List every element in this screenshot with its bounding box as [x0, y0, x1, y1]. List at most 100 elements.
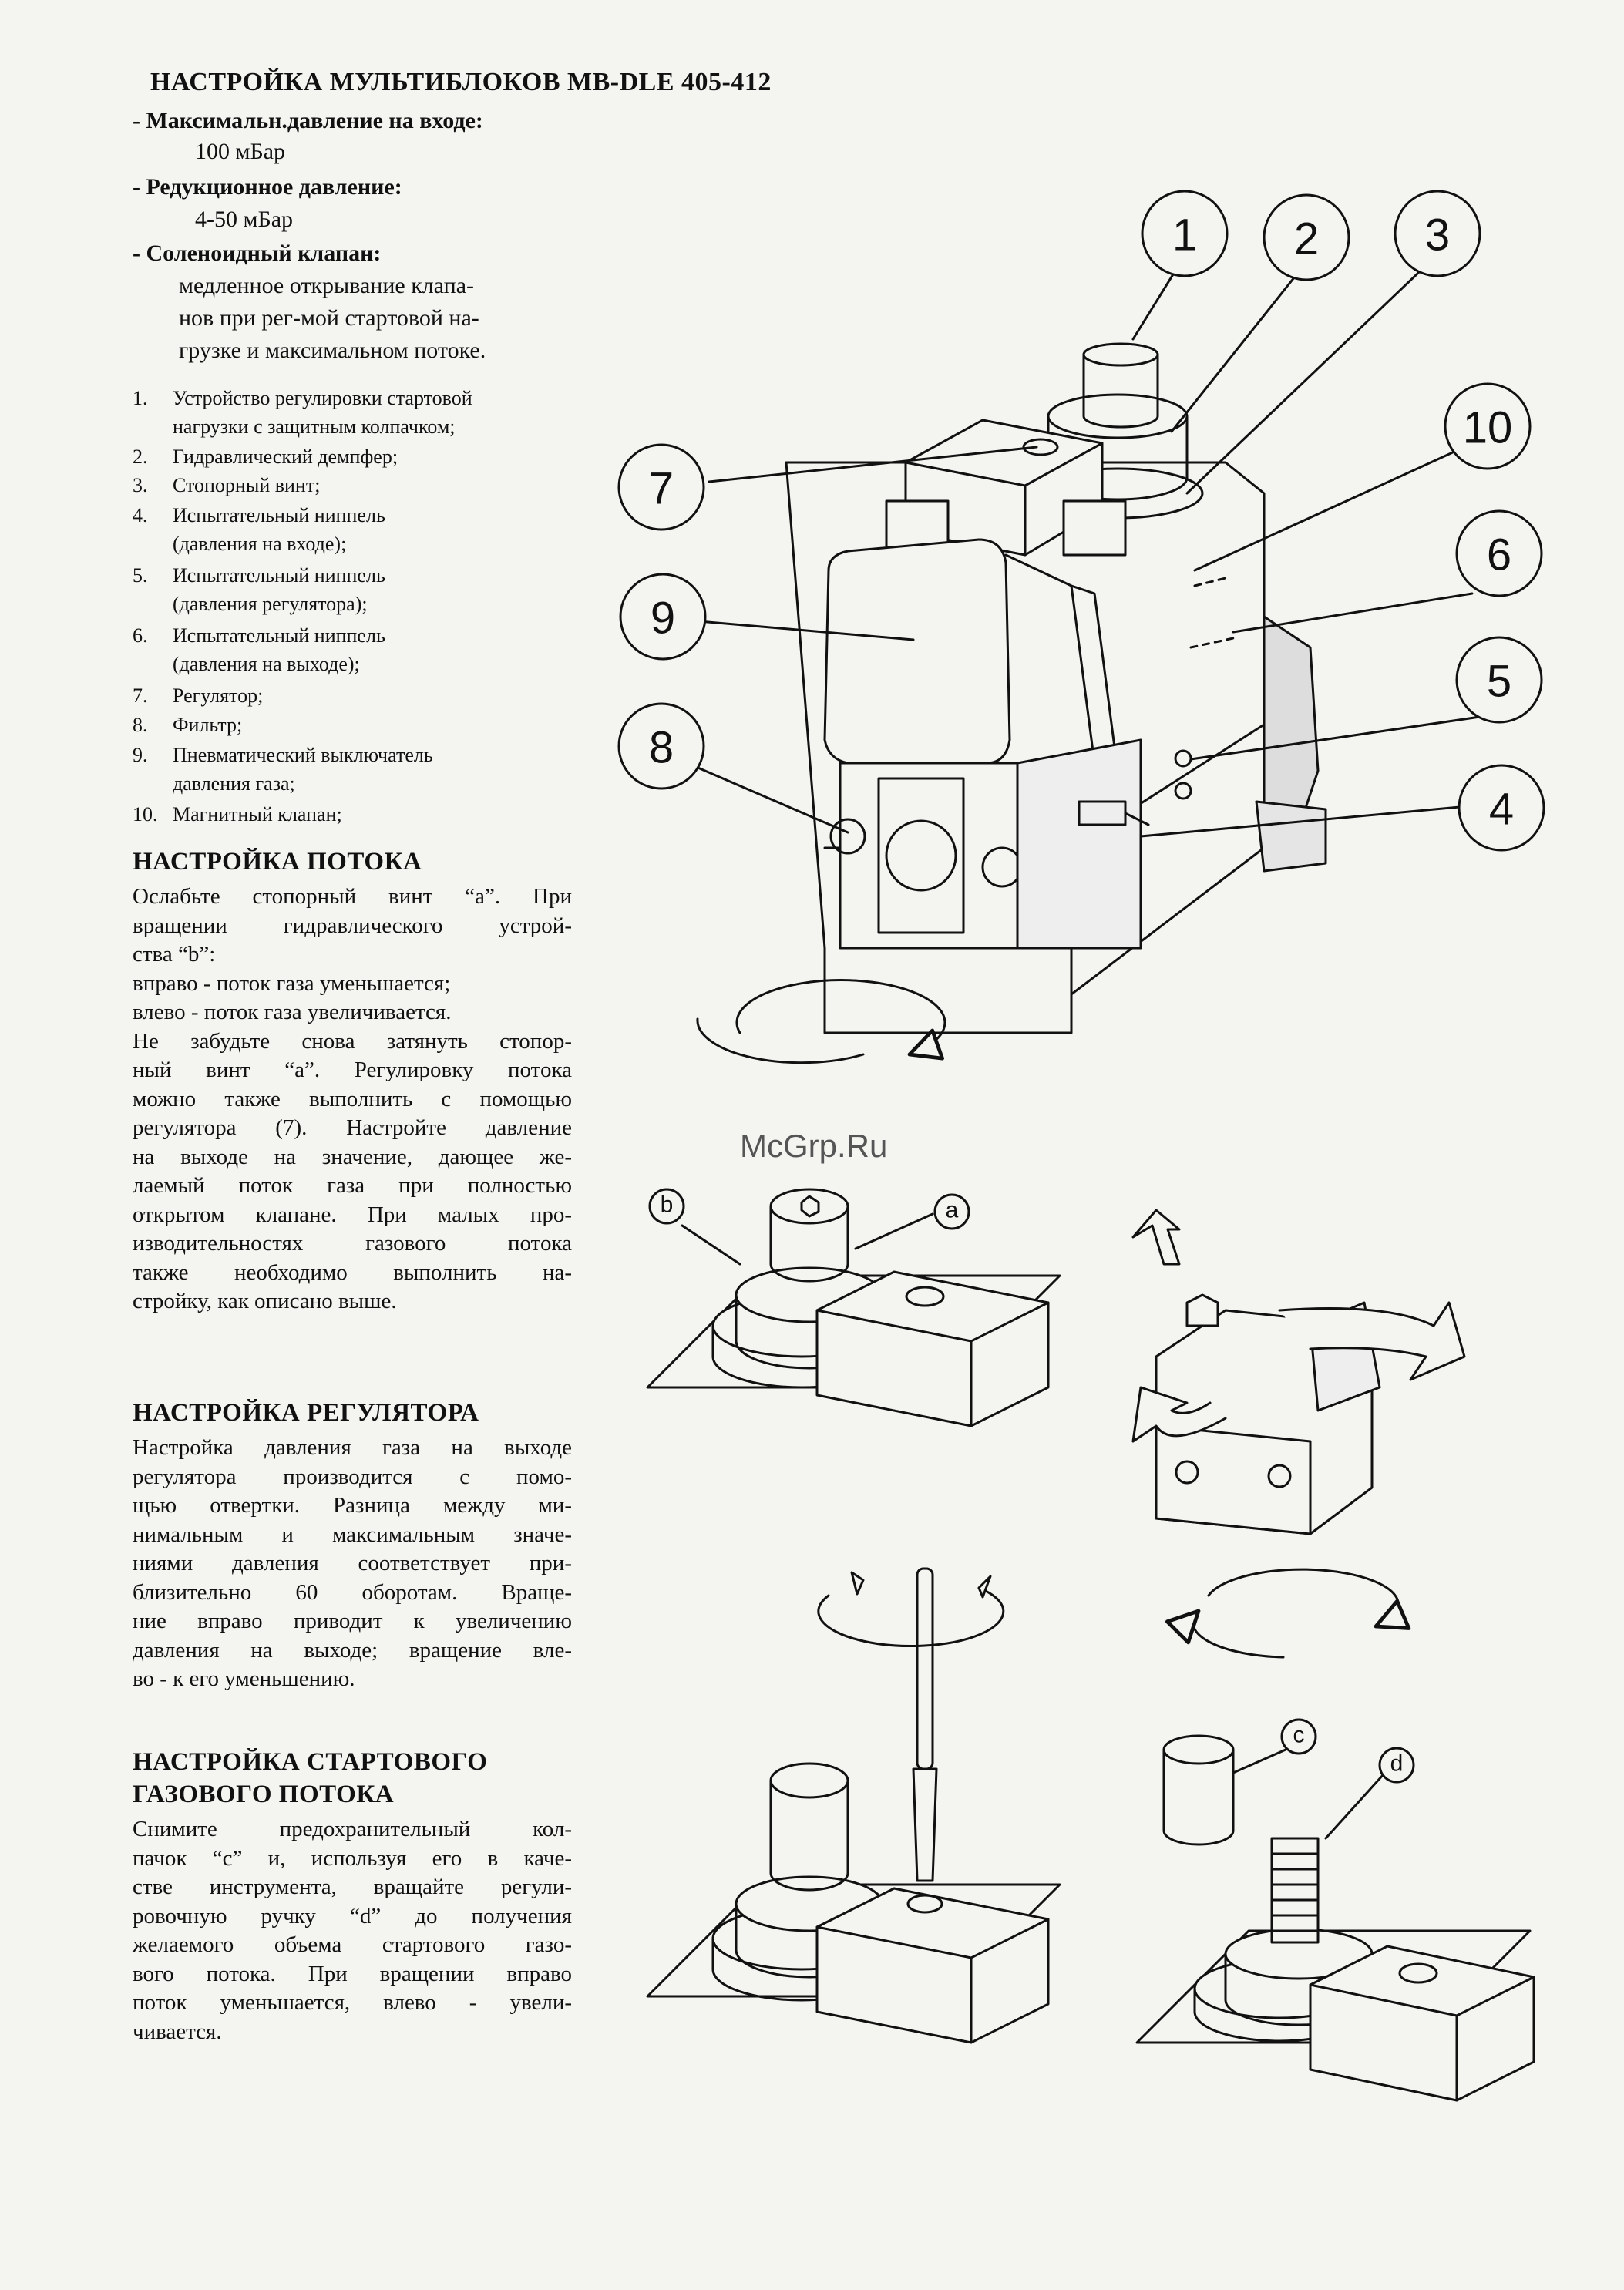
callout-5: 5: [1487, 657, 1511, 707]
part-number: 9.: [133, 744, 148, 766]
rotation-arrow-flow: [696, 979, 946, 1064]
body-line: вого потока. При вращении вправо: [133, 1961, 572, 1986]
flow-adjust-drawing: [646, 1188, 1061, 1427]
part-text: Испытательный ниппель: [173, 564, 385, 587]
body-line: ниями давления соответствует при-: [133, 1551, 572, 1575]
body-line: Настройка давления газа на выходе: [133, 1435, 572, 1460]
body-line: изводительностях газового потока: [133, 1231, 572, 1256]
callout-7: 7: [649, 464, 674, 514]
spec-solenoid-line-3: грузке и максимальном потоке.: [179, 338, 486, 363]
body-line: стве инструмента, вращайте регули-: [133, 1875, 572, 1899]
body-line: ние вправо приводит к увеличению: [133, 1609, 572, 1633]
callout-1: 1: [1172, 210, 1197, 261]
page-title: НАСТРОЙКА МУЛЬТИБЛОКОВ МВ-DLE 405-412: [150, 68, 772, 96]
section-body-start: Снимите предохранительный кол- пачок “c”…: [133, 1815, 572, 2046]
part-item-10: 10.Магнитный клапан;: [133, 800, 580, 829]
part-number: 5.: [133, 564, 148, 587]
body-line: ства “b”:: [133, 942, 216, 967]
part-item-9: 9. Пневматический выключатель давления га…: [133, 741, 580, 798]
regulator-adjust-drawing: [646, 1567, 1061, 2044]
part-text: Стопорный винт;: [173, 474, 321, 496]
part-number: 1.: [133, 387, 148, 409]
callout-labels: 1 2 3 4 5 6 7 8 9 10 b a c d: [649, 210, 1514, 1777]
body-line: желаемого объема стартового газо-: [133, 1932, 572, 1957]
body-line: ный винт “a”. Регулировку потока: [133, 1058, 572, 1082]
callout-9: 9: [651, 594, 675, 644]
part-item-6: 6. Испытательный ниппель (давления на вых…: [133, 621, 580, 678]
spec-max-pressure-label: - Максимальн.давление на входе:: [133, 108, 483, 133]
body-line: вращении гидравлического устрой-: [133, 913, 572, 938]
body-line: во - к его уменьшению.: [133, 1666, 355, 1691]
part-item-3: 3. Стопорный винт;: [133, 471, 580, 499]
callout-4: 4: [1489, 785, 1514, 835]
multiblock-drawing: [617, 190, 1545, 1034]
small-multiblock-drawing: [1131, 1209, 1466, 1535]
body-line: близительно 60 оборотам. Враще-: [133, 1579, 572, 1605]
callout-6: 6: [1487, 530, 1511, 580]
callout-10: 10: [1463, 403, 1513, 453]
body-line: поток уменьшается, влево - увели-: [133, 1990, 572, 2015]
spec-solenoid-line-2: нов при рег-мой стартовой на-: [179, 305, 479, 331]
spec-reduction-pressure-label: - Редукционное давление:: [133, 174, 402, 200]
part-number: 3.: [133, 474, 148, 496]
body-line: нимальным и максимальным значе-: [133, 1522, 572, 1547]
body-line: регулятора производится с помо-: [133, 1464, 572, 1489]
part-number: 6.: [133, 624, 148, 647]
section-heading-flow: НАСТРОЙКА ПОТОКА: [133, 848, 422, 876]
part-item-5: 5.Испытательный ниппель (давления регуля…: [133, 561, 580, 618]
start-flow-adjust-drawing: [1135, 1568, 1535, 2102]
section-body-regulator: Настройка давления газа на выходе регуля…: [133, 1434, 572, 1694]
body-line: регулятора (7). Настройте давление: [133, 1115, 572, 1140]
callout-3: 3: [1425, 210, 1450, 261]
part-item-2: 2. Гидравлический демпфер;: [133, 442, 580, 471]
part-text: нагрузки с защитным колпачком;: [173, 415, 456, 438]
section-heading-regulator: НАСТРОЙКА РЕГУЛЯТОРА: [133, 1399, 479, 1427]
section-body-flow: Ослабьте стопорный винт “a”. При вращени…: [133, 883, 572, 1316]
label-d: d: [1390, 1751, 1404, 1777]
part-item-4: 4. Испытательный ниппель (давления на вхо…: [133, 501, 580, 558]
body-line: стройку, как описано выше.: [133, 1289, 397, 1313]
label-a: a: [946, 1198, 959, 1223]
body-line: Не забудьте снова затянуть стопор-: [133, 1028, 572, 1054]
part-text: Устройство регулировки стартовой: [173, 387, 472, 409]
body-line: открытом клапане. При малых про-: [133, 1202, 572, 1227]
body-line: пачок “c” и, используя его в каче-: [133, 1845, 572, 1871]
part-item-8: 8. Фильтр;: [133, 711, 580, 739]
spec-solenoid-label: - Соленоидный клапан:: [133, 240, 382, 266]
part-number: 2.: [133, 446, 148, 468]
part-item-7: 7. Регулятор;: [133, 681, 580, 710]
body-line: щью отвертки. Разница между ми-: [133, 1493, 572, 1518]
watermark: McGrp.Ru: [740, 1128, 888, 1164]
body-line: вправо - поток газа уменьшается;: [133, 970, 451, 996]
part-text: Испытательный ниппель: [173, 624, 385, 647]
part-text: Пневматический выключатель: [173, 744, 433, 766]
part-text: (давления на выходе);: [173, 653, 360, 675]
section-heading-start-line-1: НАСТРОЙКА СТАРТОВОГО: [133, 1748, 488, 1776]
body-line: давления на выходе; вращение вле-: [133, 1637, 572, 1663]
part-text: Регулятор;: [173, 684, 264, 707]
part-text: Гидравлический демпфер;: [173, 446, 398, 468]
body-line: можно также выполнить с помощью: [133, 1086, 572, 1111]
body-line: лаемый поток газа при полностью: [133, 1173, 572, 1198]
callout-8: 8: [649, 723, 674, 773]
part-number: 4.: [133, 504, 148, 526]
part-item-1: 1. Устройство регулировки стартовой нагру…: [133, 384, 580, 441]
part-number: 7.: [133, 684, 148, 707]
spec-reduction-pressure-value: 4-50 мБар: [195, 207, 294, 232]
part-text: давления газа;: [173, 772, 295, 795]
spec-max-pressure-value: 100 мБар: [195, 139, 286, 164]
part-text: (давления на входе);: [173, 533, 347, 555]
body-line: также необходимо выполнить на-: [133, 1259, 572, 1285]
body-line: влево - поток газа увеличивается.: [133, 1000, 452, 1024]
label-b: b: [661, 1192, 674, 1218]
section-heading-start-line-2: ГАЗОВОГО ПОТОКА: [133, 1781, 395, 1808]
body-line: на выходе на значение, дающее же-: [133, 1144, 572, 1169]
part-text: Испытательный ниппель: [173, 504, 385, 526]
body-line: Ослабьте стопорный винт “a”. При: [133, 884, 572, 909]
part-text: Фильтр;: [173, 714, 243, 736]
part-number: 8.: [133, 714, 148, 736]
label-c: c: [1293, 1723, 1305, 1748]
spec-solenoid-line-1: медленное открывание клапа-: [179, 273, 475, 298]
body-line: ровочную ручку “d” до получения: [133, 1903, 572, 1929]
